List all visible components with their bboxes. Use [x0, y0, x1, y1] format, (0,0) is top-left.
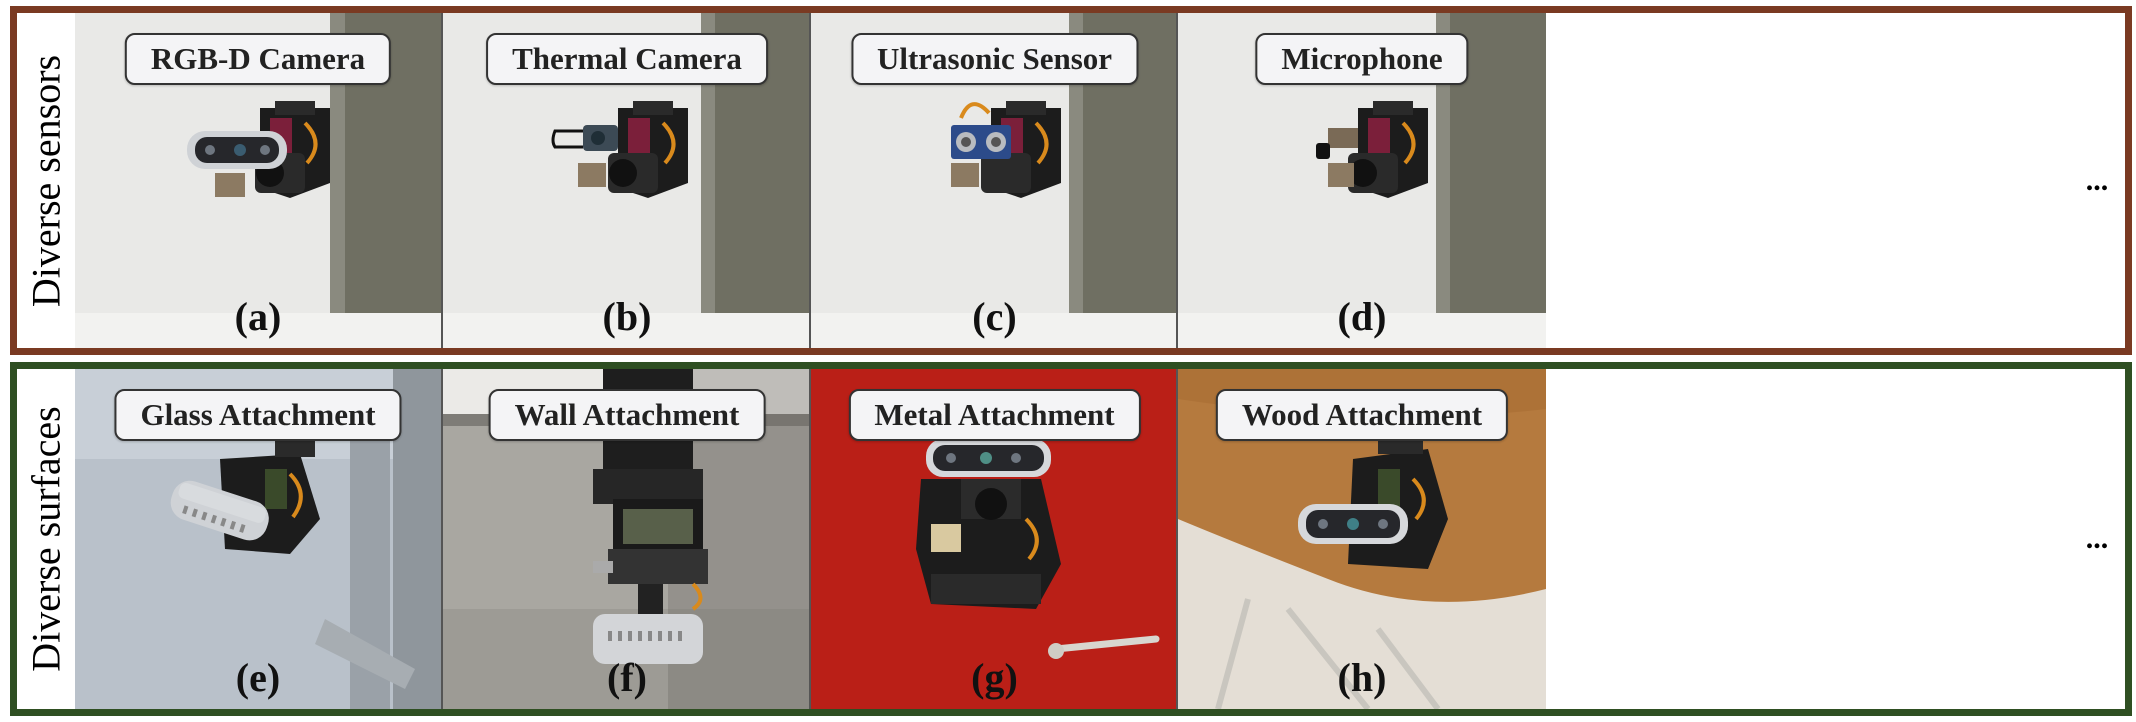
sensors-row-label-text: Diverse sensors [23, 54, 69, 307]
tile-glass-attachment: Glass Attachment (e) [75, 369, 441, 709]
surfaces-row-label-text: Diverse surfaces [23, 406, 69, 672]
tile-letter-a: (a) [234, 294, 282, 339]
sensors-row-label: Diverse sensors [17, 13, 75, 348]
surfaces-more-ellipsis: ... [2085, 522, 2109, 555]
tile-wood-attachment: Wood Attachment (h) [1176, 369, 1546, 709]
surfaces-row-label: Diverse surfaces [17, 369, 75, 709]
tile-title-metal-attachment: Metal Attachment [848, 389, 1141, 441]
tile-wall-attachment: Wall Attachment (f) [441, 369, 811, 709]
tile-metal-attachment: Metal Attachment (g) [809, 369, 1178, 709]
tile-letter-b: (b) [602, 294, 652, 339]
tile-ultrasonic-sensor: Ultrasonic Sensor (c) [809, 13, 1178, 348]
sensors-row: Diverse sensors RGB-D Camera (a) [10, 6, 2132, 355]
tile-title-rgbd-camera: RGB-D Camera [124, 33, 392, 85]
tile-thermal-camera: Thermal Camera (b) [441, 13, 811, 348]
tile-title-microphone: Microphone [1255, 33, 1469, 85]
tile-title-thermal-camera: Thermal Camera [486, 33, 768, 85]
tile-letter-g: (g) [971, 655, 1018, 700]
tile-title-ultrasonic-sensor: Ultrasonic Sensor [850, 33, 1139, 85]
tile-letter-h: (h) [1337, 655, 1387, 700]
tile-letter-e: (e) [235, 655, 281, 700]
tile-microphone: Microphone (d) [1176, 13, 1546, 348]
tile-letter-f: (f) [607, 655, 647, 700]
tile-title-wood-attachment: Wood Attachment [1215, 389, 1509, 441]
tile-title-wall-attachment: Wall Attachment [488, 389, 766, 441]
tile-rgbd-camera: RGB-D Camera (a) [75, 13, 441, 348]
tile-letter-c: (c) [972, 294, 1017, 339]
tile-letter-d: (d) [1337, 294, 1387, 339]
tile-title-glass-attachment: Glass Attachment [114, 389, 402, 441]
surfaces-row: Diverse surfaces Gl [10, 362, 2132, 716]
sensors-more-ellipsis: ... [2085, 163, 2109, 197]
